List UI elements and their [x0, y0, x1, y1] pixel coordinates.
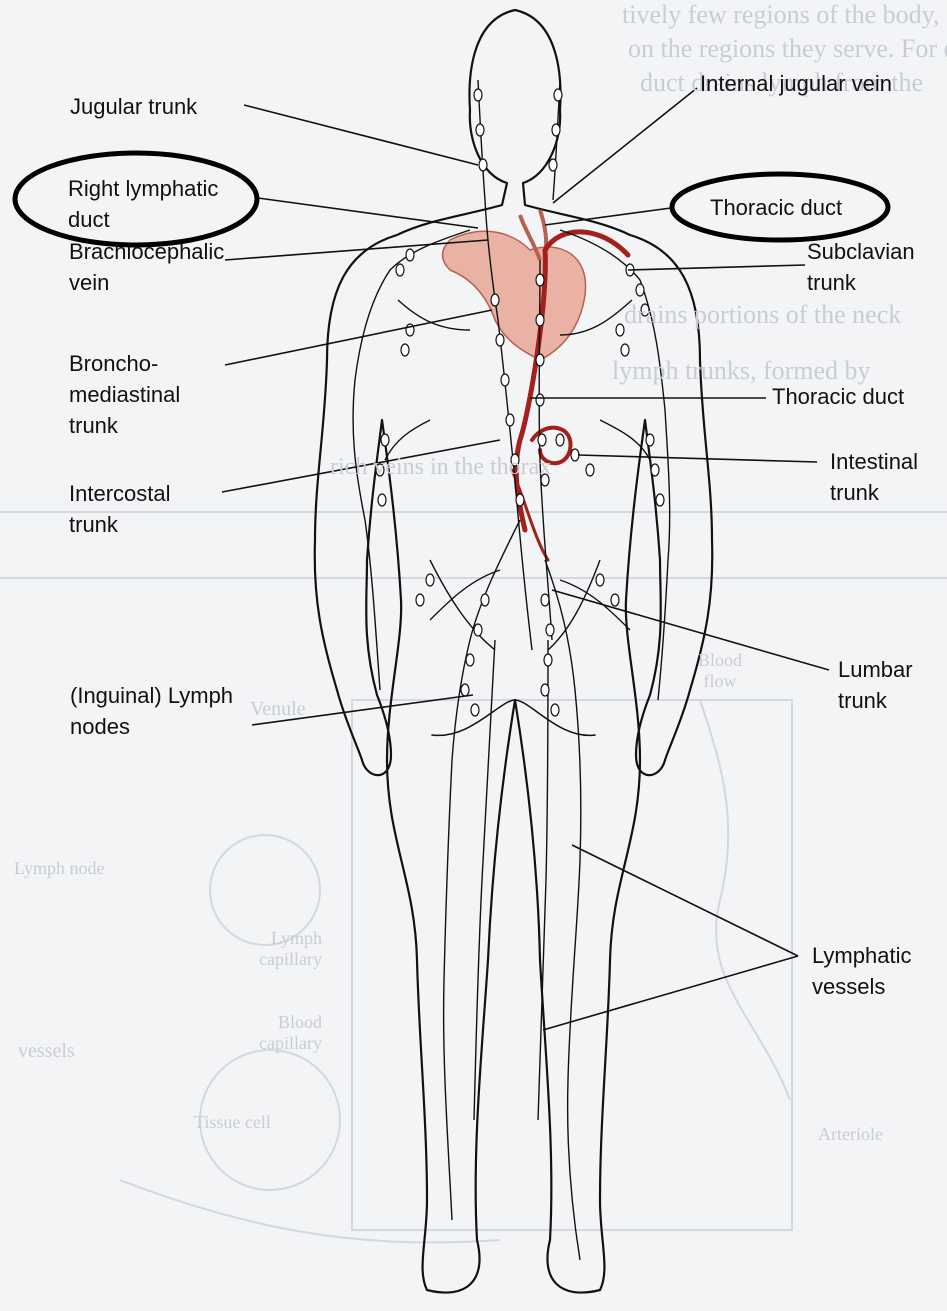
lymph-node: [479, 159, 487, 171]
leader-right-lymphatic-duct: [258, 198, 478, 228]
lymph-vessel: [548, 560, 600, 650]
background-label-lymph-capillary: Lymph capillary: [232, 928, 322, 970]
label-jugular-trunk: Jugular trunk: [70, 91, 197, 122]
label-thoracic-duct-top: Thoracic duct: [710, 192, 842, 223]
lymph-node: [536, 354, 544, 366]
lymph-node: [554, 89, 562, 101]
lymph-node: [461, 684, 469, 696]
lymph-node: [481, 594, 489, 606]
lymph-node: [426, 574, 434, 586]
label-intercostal-trunk: Intercostal trunk: [69, 478, 209, 540]
lymph-node: [596, 574, 604, 586]
lymph-node: [506, 414, 514, 426]
lymph-node: [544, 654, 552, 666]
human-body-outline: [315, 10, 713, 1293]
leader-subclavian-trunk: [628, 265, 805, 270]
lymph-node: [556, 434, 564, 446]
leader-jugular-trunk: [244, 105, 478, 165]
background-label-arteriole: Arteriole: [818, 1124, 883, 1145]
lymph-node: [474, 624, 482, 636]
lymph-node: [621, 344, 629, 356]
background-text-line: tively few regions of the body, and: [622, 0, 947, 30]
lymph-node: [646, 434, 654, 446]
label-thoracic-duct-mid: Thoracic duct: [772, 381, 904, 412]
lymph-node: [616, 324, 624, 336]
background-faint-figure: [0, 512, 947, 1243]
label-brachiocephalic-vein: Brachiocephalic vein: [69, 236, 259, 298]
lymph-node: [546, 624, 554, 636]
lymph-node: [406, 249, 414, 261]
lymph-node: [496, 334, 504, 346]
lymph-node: [466, 654, 474, 666]
lymph-node: [586, 464, 594, 476]
lymph-vessel: [498, 320, 532, 650]
lymph-node: [549, 159, 557, 171]
label-subclavian-trunk: Subclavian trunk: [807, 236, 927, 298]
leader-intestinal-trunk: [578, 455, 817, 462]
lymph-node: [476, 124, 484, 136]
lymph-node: [536, 314, 544, 326]
lymph-node: [541, 684, 549, 696]
background-text-line: on the regions they serve. For ex: [628, 34, 947, 64]
lymph-node: [381, 434, 389, 446]
label-right-lymphatic-duct: Right lymphatic duct: [68, 173, 238, 235]
label-lymphatic-vessels: Lymphatic vessels: [812, 940, 932, 1002]
lymph-node: [501, 374, 509, 386]
lymph-node-group: [376, 89, 664, 716]
background-label-vessels: vessels: [18, 1040, 75, 1063]
lymph-node: [551, 704, 559, 716]
background-label-venule: Venule: [250, 698, 306, 721]
label-inguinal-lymph-nodes: (Inguinal) Lymph nodes: [70, 680, 240, 742]
lymph-node: [474, 89, 482, 101]
lymph-node: [536, 274, 544, 286]
background-label-lymph-node: Lymph node: [14, 858, 105, 879]
lymph-node: [416, 594, 424, 606]
background-text-line: drains portions of the neck: [624, 300, 901, 330]
lymph-node: [571, 449, 579, 461]
background-text-line: rich veins in the thorax: [330, 454, 551, 481]
lymph-node: [491, 294, 499, 306]
background-label-tissue-cell: Tissue cell: [194, 1112, 271, 1133]
label-lumbar-trunk: Lumbar trunk: [838, 654, 928, 716]
lymph-node: [541, 594, 549, 606]
leader-internal-jugular-vein: [553, 88, 697, 203]
lymph-vessel: [444, 520, 520, 1220]
lymph-node: [552, 124, 560, 136]
lymph-node: [538, 434, 546, 446]
leader-lymphatic-vessels-lower: [543, 956, 798, 1030]
lymph-node: [396, 264, 404, 276]
lymph-node: [611, 594, 619, 606]
label-internal-jugular-vein: Internal jugular vein: [700, 68, 892, 99]
background-label-blood-capillary: Blood capillary: [232, 1012, 322, 1054]
lymph-node: [471, 704, 479, 716]
lymph-node: [378, 494, 386, 506]
lymph-node: [536, 394, 544, 406]
lymph-node: [656, 494, 664, 506]
leader-lymphatic-vessels-upper: [572, 845, 798, 956]
label-intestinal-trunk: Intestinal trunk: [830, 446, 940, 508]
background-label-blood-flow: Blood flow: [690, 650, 750, 692]
label-bronchomediastinal-trunk: Broncho-mediastinal trunk: [69, 348, 194, 441]
leader-thoracic-duct-top: [545, 208, 671, 225]
lymph-node: [651, 464, 659, 476]
lymph-node: [401, 344, 409, 356]
lymph-node: [636, 284, 644, 296]
lymph-node: [516, 494, 524, 506]
